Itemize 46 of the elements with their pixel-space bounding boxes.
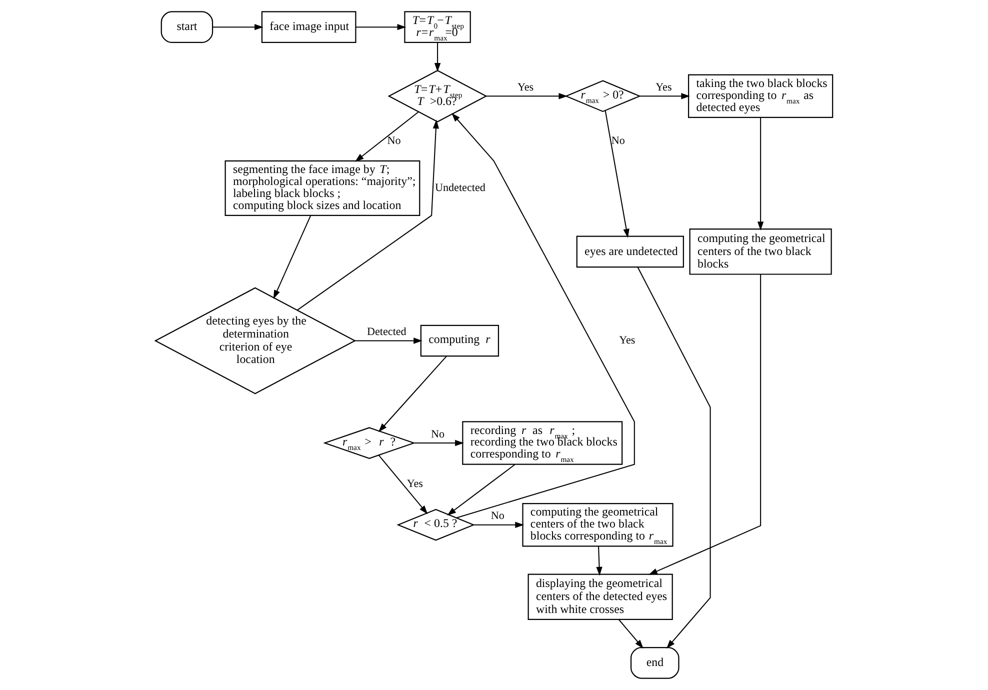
edge-label: Undetected	[434, 182, 486, 194]
node-box: end	[630, 647, 680, 679]
edge-label: Yes	[518, 81, 534, 94]
arrow	[486, 93, 568, 100]
edge-label: No	[490, 510, 504, 522]
node-box: computing r	[420, 324, 500, 357]
node-diamond: r$_{max}$ > r ?	[323, 427, 416, 459]
arrow	[378, 356, 447, 432]
node-box: face image input	[261, 11, 356, 43]
arrow	[355, 338, 422, 344]
arrow	[354, 111, 419, 162]
edge-label: Detected	[367, 326, 406, 338]
arrow	[757, 118, 764, 230]
arrow	[648, 274, 762, 575]
edge-label: Yes	[406, 478, 423, 490]
node-box: computing the geometrical centers of the two black blocks	[689, 228, 832, 275]
arrow	[297, 120, 440, 310]
arrow	[212, 24, 264, 30]
arrow	[378, 455, 428, 514]
node-diamond: r$_{max}$ > 0?	[564, 80, 642, 112]
edge-label: No	[430, 428, 445, 440]
node-box: displaying the geometrical centers of the detected eyes with white crosses	[528, 574, 673, 620]
arrow	[618, 619, 644, 649]
arrow	[434, 42, 441, 72]
edge-label: No	[611, 135, 625, 148]
node-diamond: detecting eyes by the determination criterion of eye location	[154, 287, 356, 394]
node-box: taking the two black blocks corresponding to r$_{max}$ as detected eyes	[688, 74, 834, 118]
node-box: eyes are undetected	[576, 236, 684, 268]
arrow	[604, 110, 630, 238]
arrow	[273, 215, 312, 299]
arrow	[356, 24, 406, 30]
arrow	[637, 266, 711, 649]
arrow	[414, 440, 464, 446]
node-box: T=T$_{0}$−T$_{step}$ r=r$_{max}$=0	[404, 11, 471, 43]
arrow	[447, 464, 516, 516]
arrow	[640, 93, 690, 100]
node-box: recording r as r$_{max}$ ; recording the two black blocks corresponding to r$_{max}$	[462, 421, 623, 465]
edge-label: Yes	[656, 81, 672, 94]
node-box: computing the geometrical centers of the two black blocks corresponding to r$_{max}$	[522, 502, 674, 547]
arrow	[474, 522, 524, 528]
node-box: segmenting the face image by T; morphological operations: “majority”; labeling black blocks ; computing block sizes and location	[224, 160, 420, 216]
arrow	[452, 112, 635, 518]
node-box: start	[160, 11, 214, 43]
edge-label: Yes	[619, 334, 636, 347]
arrow	[596, 546, 602, 576]
edge-label: No	[387, 135, 401, 148]
